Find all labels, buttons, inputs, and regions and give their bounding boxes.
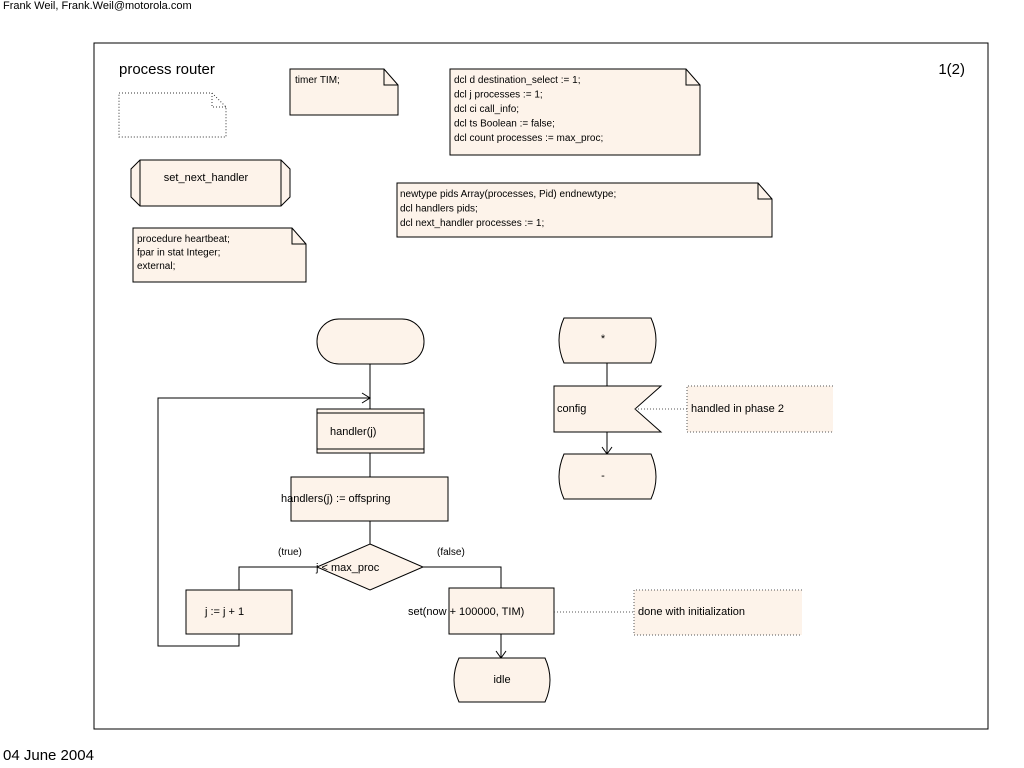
newtype-declarations: newtype pids Array(processes, Pid) endne… — [396, 182, 773, 238]
procedure_decl-line: external; — [137, 261, 175, 272]
svg-text:config: config — [557, 403, 586, 415]
svg-text:done with initialization: done with initialization — [638, 606, 745, 618]
svg-text:idle: idle — [493, 674, 510, 686]
comment-done-with-initialization: done with initialization — [633, 589, 802, 636]
task-handlers-assign: handlers(j) := offspring — [281, 476, 449, 522]
dcl-line: dcl ci call_info; — [454, 104, 519, 115]
task-increment-j: j := j + 1 — [185, 589, 293, 635]
author-header: Frank Weil, Frank.Weil@motorola.com — [3, 0, 192, 12]
svg-text:set_next_handler: set_next_handler — [164, 172, 249, 184]
svg-text:handled in phase 2: handled in phase 2 — [691, 403, 784, 415]
dcl-line: dcl ts Boolean := false; — [454, 119, 555, 130]
nextstate-dash: - — [558, 453, 657, 500]
newtype-line: dcl handlers pids; — [400, 204, 478, 215]
svg-text:*: * — [601, 333, 606, 345]
diagram-frame — [93, 42, 989, 730]
svg-text:j := j + 1: j := j + 1 — [204, 606, 244, 618]
loop-arrowhead — [361, 392, 371, 404]
flow-line-false — [423, 566, 502, 588]
procedure_decl-line: fpar in stat Integer; — [137, 248, 220, 259]
dcl-line: dcl j processes := 1; — [454, 90, 543, 101]
loop-back-line — [157, 397, 370, 647]
dcl-line: dcl d destination_select := 1; — [454, 75, 580, 86]
svg-text:-: - — [601, 470, 605, 482]
comment-handled-in-phase-2: handled in phase 2 — [686, 385, 833, 433]
svg-text:j < max_proc: j < max_proc — [315, 562, 380, 574]
decision-j-max-proc: j < max_proc — [315, 543, 425, 591]
svg-text:handlers(j) := offspring: handlers(j) := offspring — [281, 493, 391, 505]
diagram-title: process router — [119, 61, 215, 78]
state-any: * — [558, 317, 657, 364]
branch-true-label: (true) — [278, 547, 302, 558]
procedure-call-handler: handler(j) — [316, 408, 425, 454]
timer-line: timer TIM; — [295, 75, 340, 86]
newtype-line: newtype pids Array(processes, Pid) endne… — [400, 189, 616, 200]
state-idle: idle — [453, 657, 551, 703]
procedure_decl-line: procedure heartbeat; — [137, 234, 230, 245]
variable-declarations: dcl d destination_select := 1; dcl j proc… — [449, 68, 701, 156]
start-symbol — [316, 318, 425, 365]
input-signal-config: config — [553, 385, 663, 433]
branch-false-label: (false) — [437, 547, 465, 558]
date-footer: 04 June 2004 — [3, 747, 94, 764]
empty-text-symbol — [118, 92, 227, 138]
procedure-declaration: procedure heartbeat; fpar in stat Integer… — [132, 227, 307, 283]
flow-line-true — [238, 566, 317, 590]
timer-declaration: timer TIM; — [289, 68, 399, 116]
newtype-line: dcl next_handler processes := 1; — [400, 218, 544, 229]
procedure-reference-set-next-handler: set_next_handler — [130, 159, 291, 207]
task-set-timer: set(now + 100000, TIM) — [408, 587, 555, 635]
page-number: 1(2) — [938, 61, 965, 78]
svg-text:handler(j): handler(j) — [330, 426, 376, 438]
dcl-line: dcl count processes := max_proc; — [454, 133, 603, 144]
svg-text:set(now + 100000, TIM): set(now + 100000, TIM) — [408, 606, 524, 618]
